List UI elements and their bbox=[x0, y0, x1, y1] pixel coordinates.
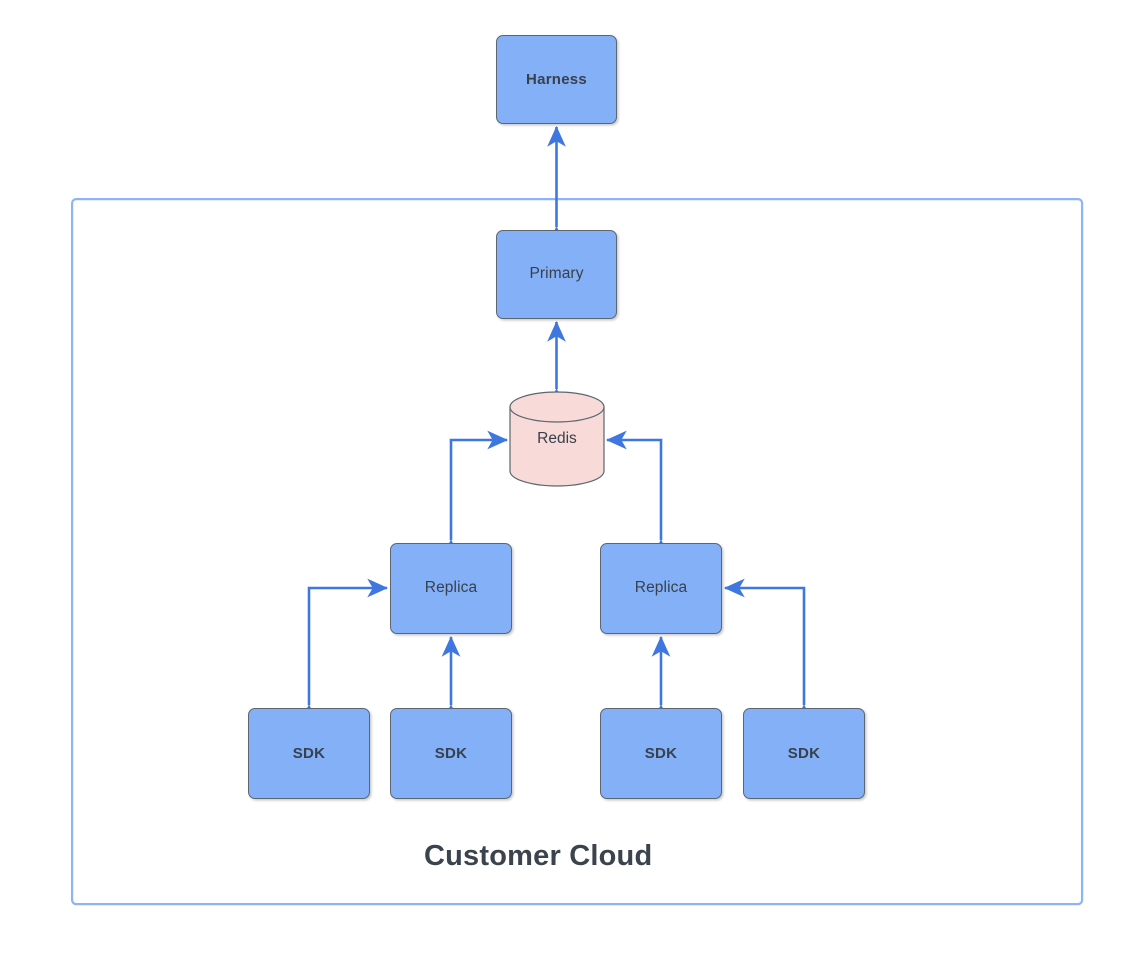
node-replica-left-label: Replica bbox=[424, 579, 478, 597]
customer-cloud-label: Customer Cloud bbox=[424, 840, 653, 872]
node-redis-datastore[interactable]: Redis bbox=[510, 392, 604, 486]
node-replica-right[interactable]: Replica bbox=[600, 543, 722, 634]
node-replica-left[interactable]: Replica bbox=[390, 543, 512, 634]
node-harness[interactable]: Harness bbox=[496, 35, 617, 124]
node-sdk-1-label: SDK bbox=[292, 744, 326, 762]
node-sdk-3[interactable]: SDK bbox=[600, 708, 722, 799]
node-sdk-4[interactable]: SDK bbox=[743, 708, 865, 799]
node-sdk-4-label: SDK bbox=[787, 744, 821, 762]
node-replica-right-label: Replica bbox=[634, 579, 688, 597]
node-sdk-1[interactable]: SDK bbox=[248, 708, 370, 799]
node-sdk-2[interactable]: SDK bbox=[390, 708, 512, 799]
node-primary[interactable]: Primary bbox=[496, 230, 617, 319]
node-redis-label: Redis bbox=[537, 430, 577, 447]
node-sdk-3-label: SDK bbox=[644, 744, 678, 762]
edge-sdk4-replica2 bbox=[723, 578, 814, 725]
edge-replica2-redis bbox=[605, 430, 671, 560]
node-harness-label: Harness bbox=[526, 70, 587, 88]
edge-sdk1-replica1 bbox=[299, 578, 389, 725]
edge-replica1-redis bbox=[441, 430, 509, 560]
node-sdk-2-label: SDK bbox=[434, 744, 468, 762]
node-primary-label: Primary bbox=[529, 265, 584, 283]
